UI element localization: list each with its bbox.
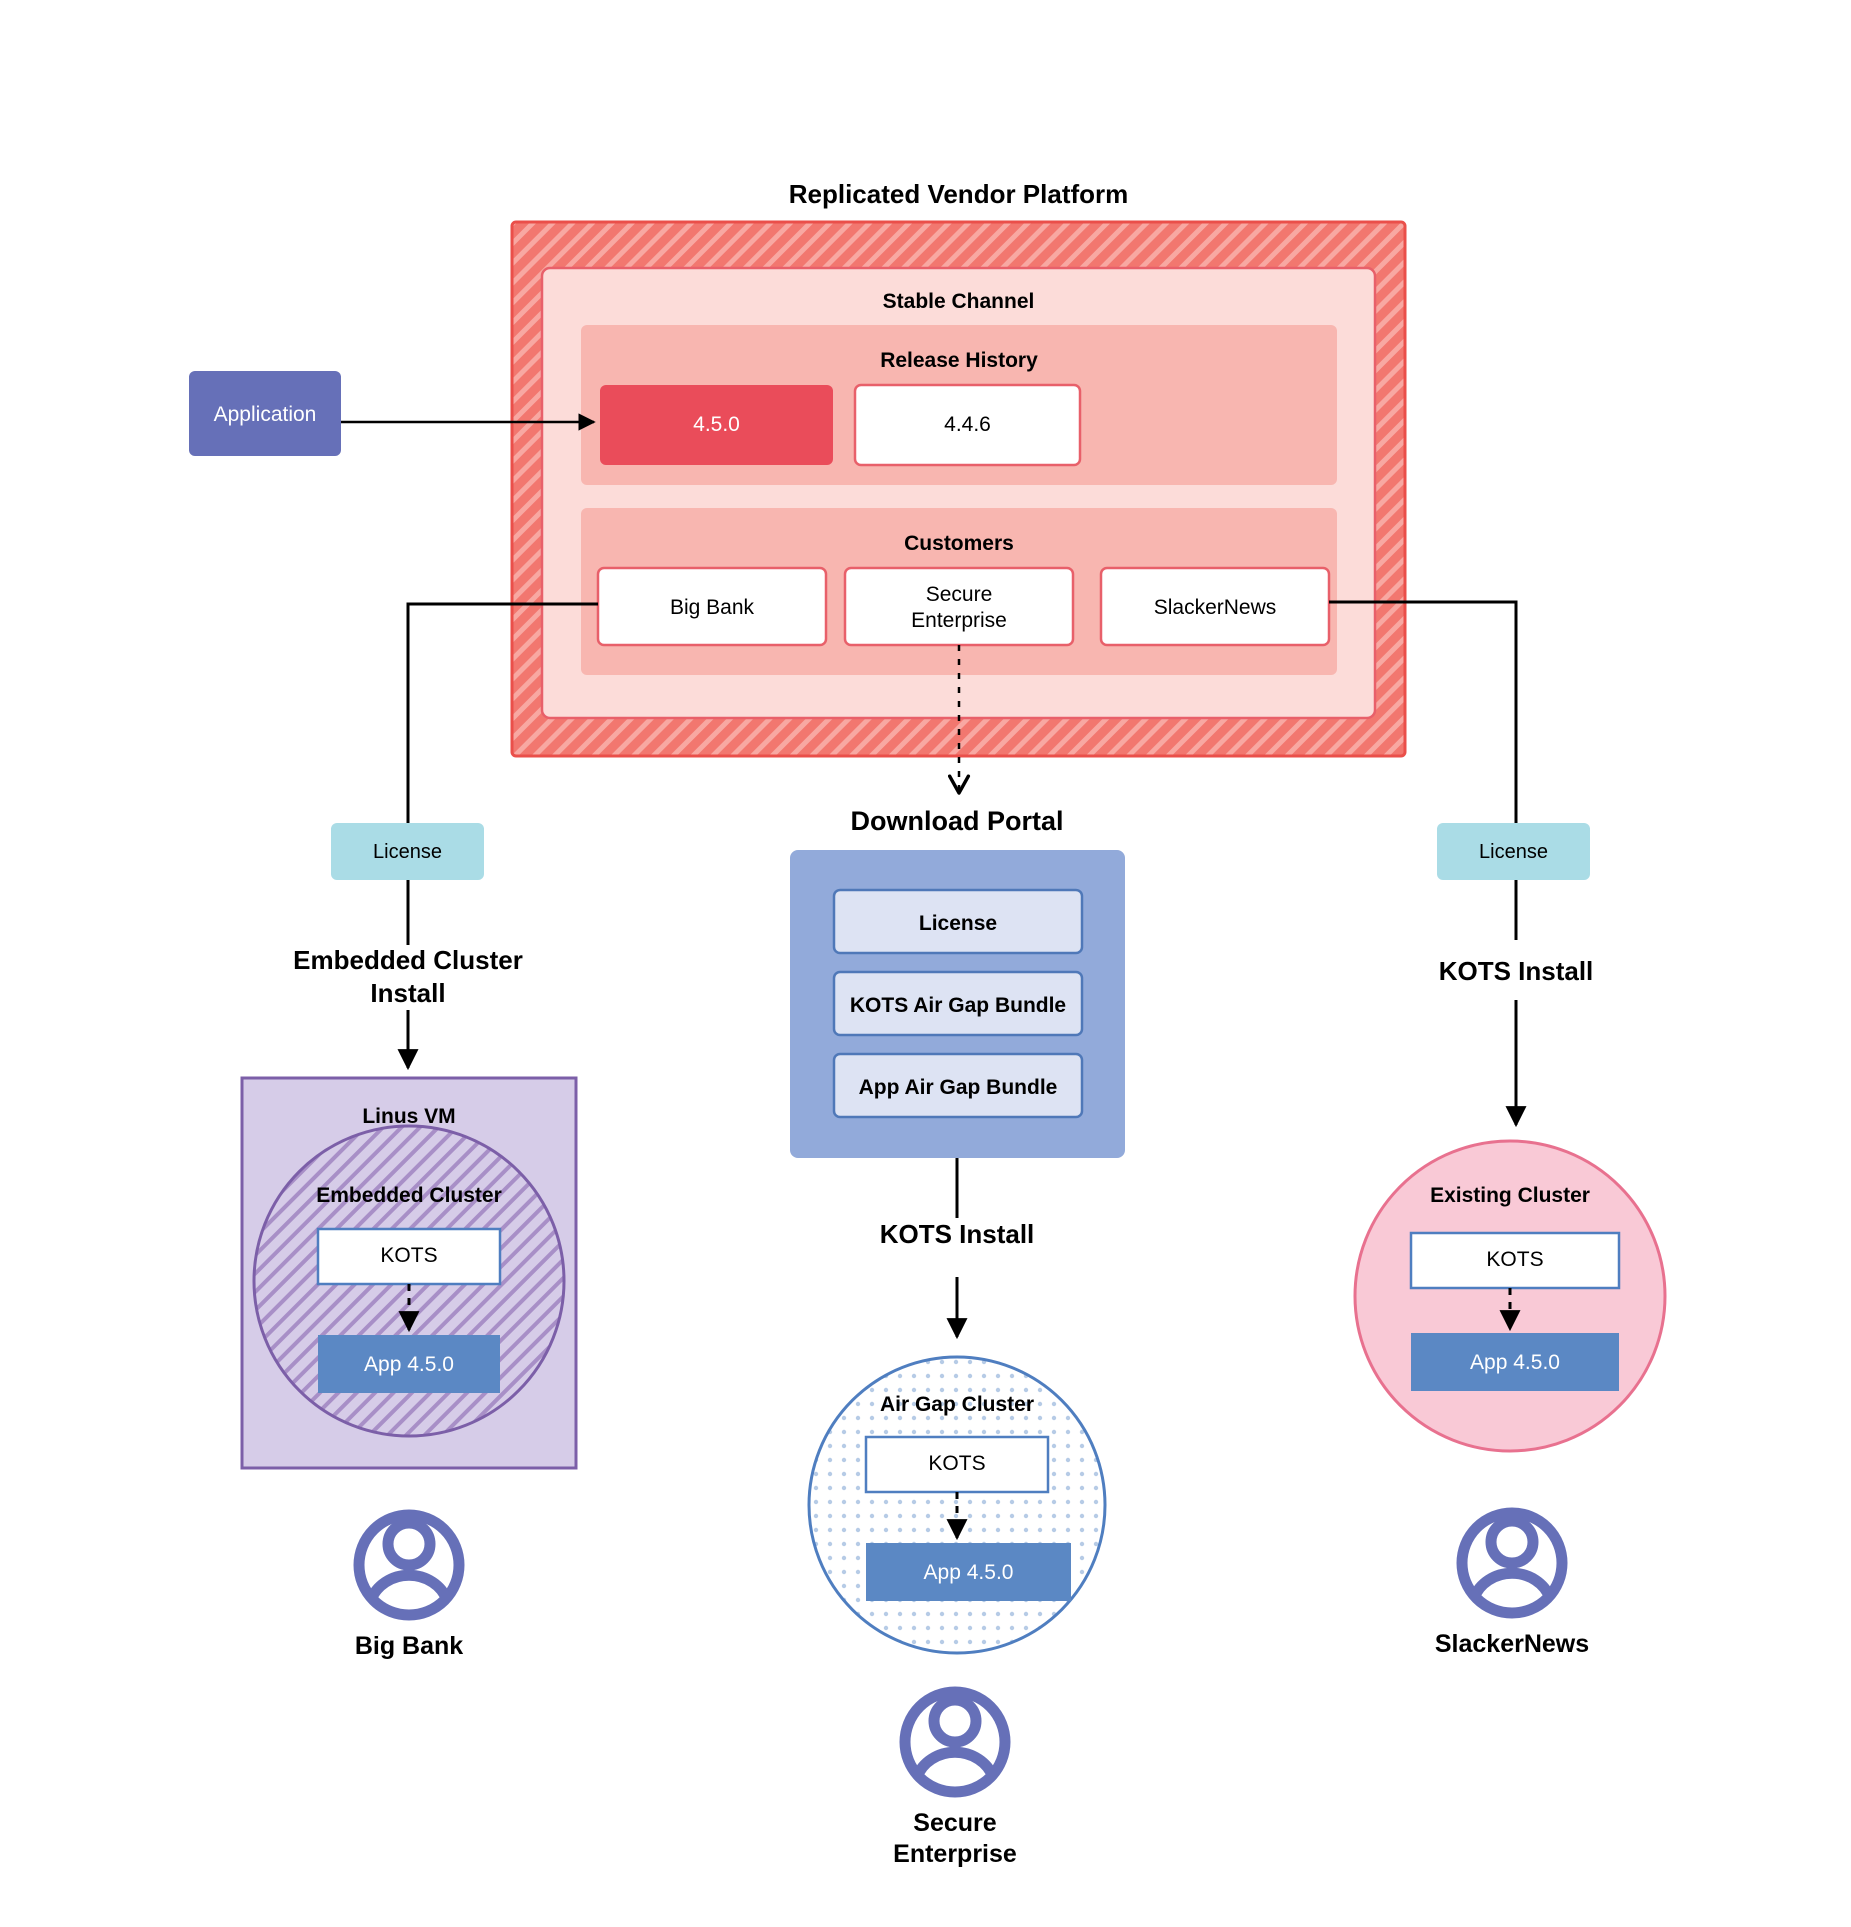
download-portal-node xyxy=(790,850,1125,1158)
linus-vm-node xyxy=(240,1076,578,1470)
connector-slackernews-to-license xyxy=(1329,600,1518,823)
application-node xyxy=(189,371,341,456)
avatar-big-bank xyxy=(353,1509,465,1621)
license-box-right xyxy=(1437,823,1590,880)
existing-cluster-node xyxy=(1353,1139,1667,1453)
avatar-slackernews xyxy=(1456,1507,1568,1619)
license-box-left xyxy=(331,823,484,880)
avatar-secure-enterprise xyxy=(899,1686,1011,1798)
platform-container xyxy=(510,220,1407,758)
connector-bigbank-to-license xyxy=(406,602,598,823)
air-gap-cluster-node xyxy=(807,1355,1107,1655)
